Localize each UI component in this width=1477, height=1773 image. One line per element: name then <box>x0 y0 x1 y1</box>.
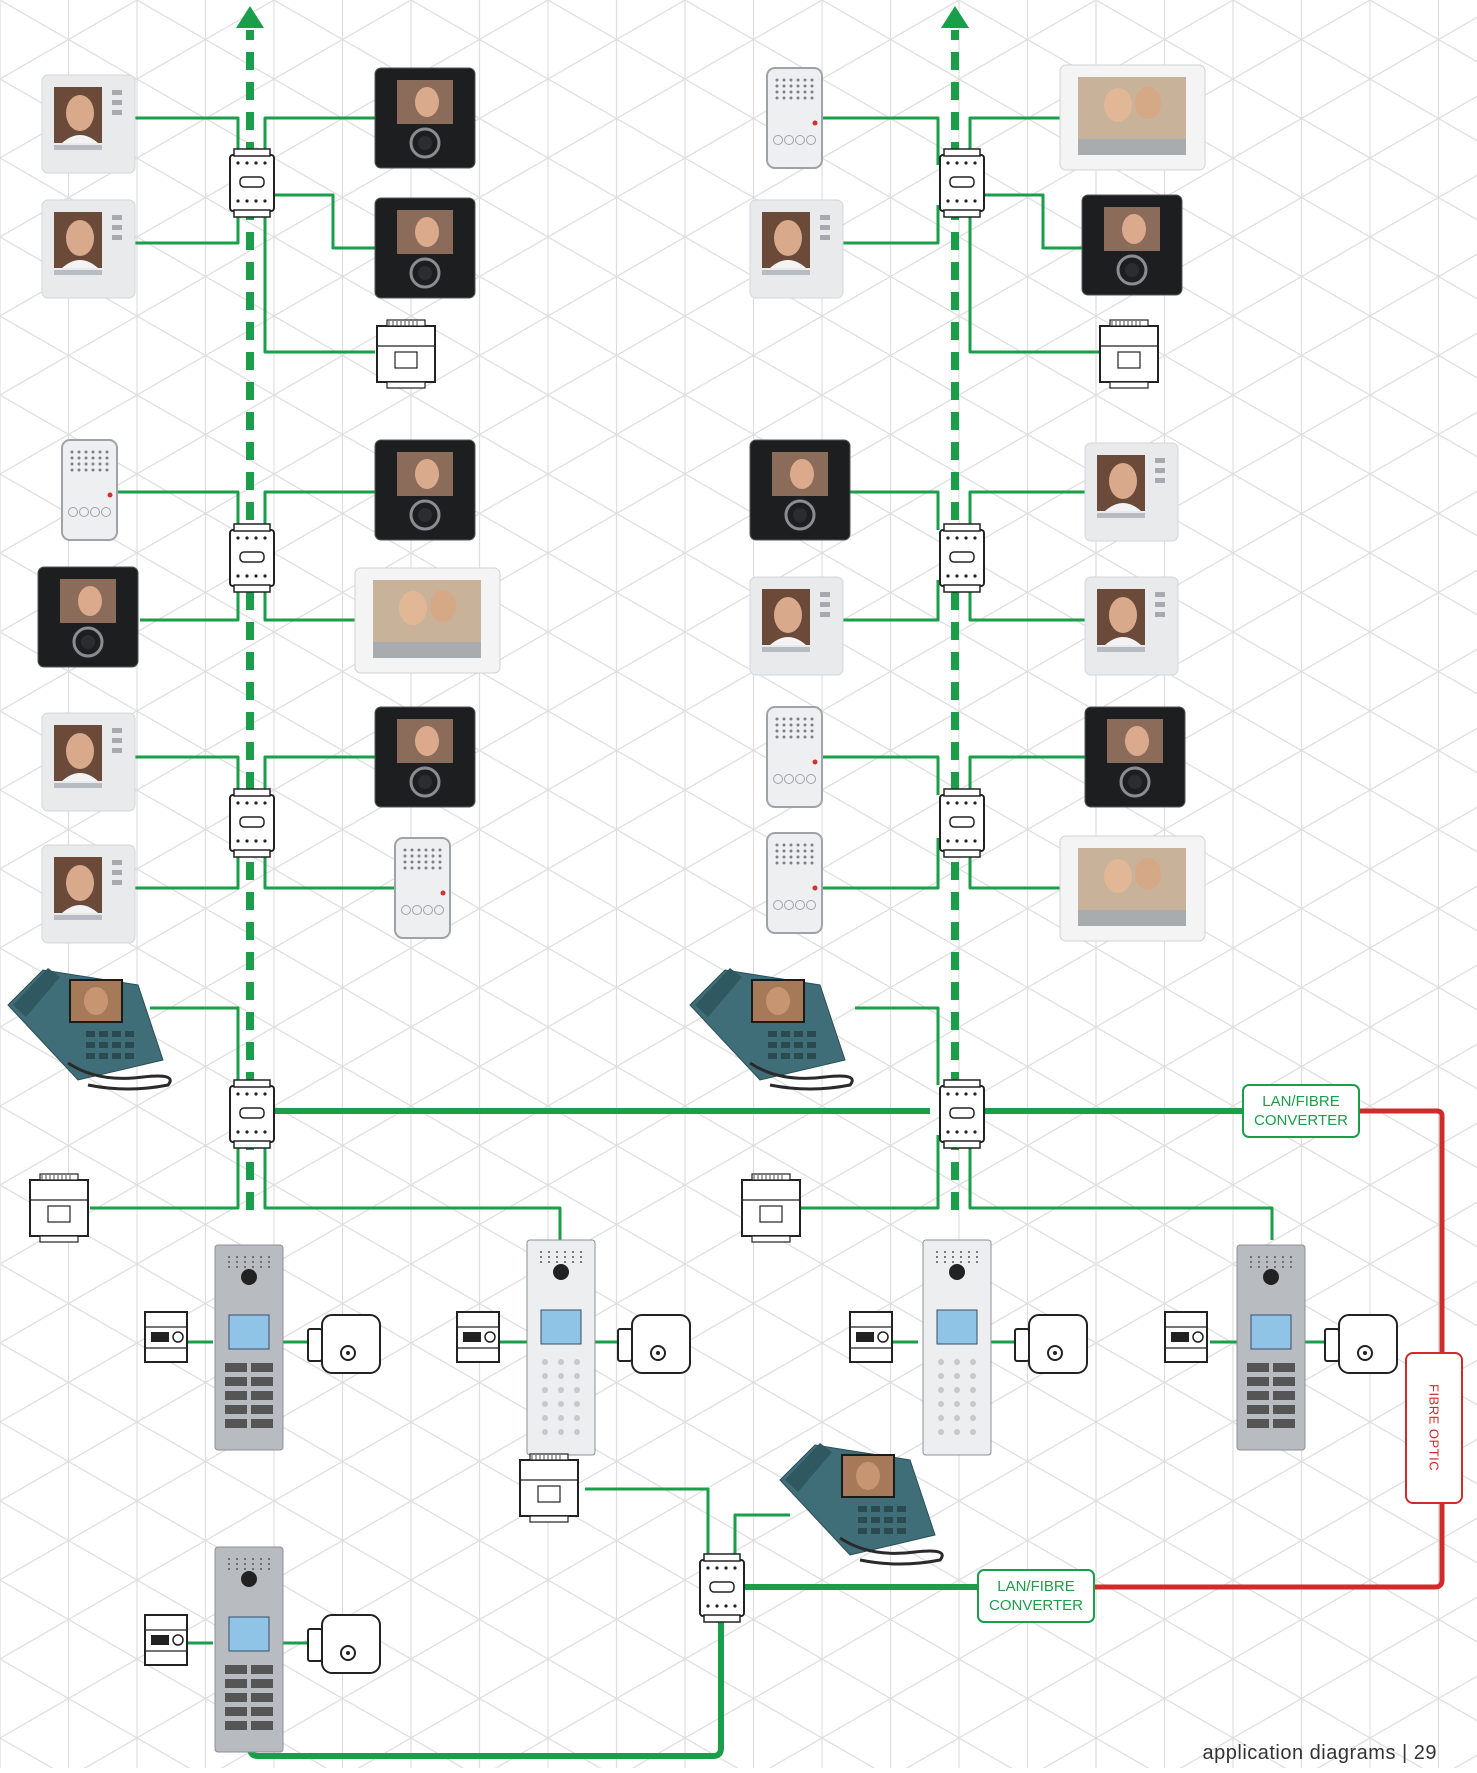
door-lock-icon <box>307 1314 381 1374</box>
entrance-panel-icon <box>214 1244 284 1451</box>
desk-videophone-icon <box>7 968 172 1091</box>
branch-wire <box>133 755 240 795</box>
converter-label-line1: LAN/FIBRE <box>1262 1093 1340 1110</box>
audio-handset-icon <box>394 837 451 939</box>
door-lock-icon <box>1324 1314 1398 1374</box>
door-lock-icon <box>1014 1314 1088 1374</box>
relay-module-icon <box>144 1614 188 1666</box>
door-lock-icon <box>307 1614 381 1674</box>
black-videophone-icon <box>37 566 139 668</box>
power-supply-icon <box>519 1453 579 1523</box>
network-switch-icon <box>939 788 985 858</box>
fibre-optic-label: FIBRE OPTIC <box>1405 1352 1463 1504</box>
network-switch-icon <box>939 1079 985 1149</box>
branch-wire <box>968 1135 1274 1240</box>
branch-wire <box>792 1135 940 1210</box>
white-videophone-icon <box>1084 442 1179 542</box>
entrance-panel-icon <box>526 1239 596 1456</box>
branch-wire <box>263 490 375 530</box>
network-switch-icon <box>699 1553 745 1623</box>
relay-module-icon <box>144 1311 188 1363</box>
power-supply-icon <box>29 1173 89 1243</box>
branch-wire <box>968 580 1085 622</box>
branch-wire <box>968 490 1085 530</box>
white-videophone-icon <box>41 199 136 299</box>
black-videophone-icon <box>749 439 851 541</box>
branch-wire <box>850 490 940 530</box>
relay-module-icon <box>849 1311 893 1363</box>
branch-wire <box>263 1135 562 1240</box>
branch-wire <box>110 490 240 530</box>
branch-wire <box>855 1006 940 1085</box>
desk-videophone-icon <box>689 968 854 1091</box>
audio-handset-icon <box>61 439 118 541</box>
audio-handset-icon <box>766 67 823 169</box>
converter-label-line2: CONVERTER <box>989 1597 1083 1614</box>
network-switch-icon <box>229 788 275 858</box>
converter-label-line2: CONVERTER <box>1254 1112 1348 1129</box>
branch-wire <box>263 755 375 795</box>
black-videophone-icon <box>1084 706 1186 808</box>
branch-wire <box>968 205 1100 354</box>
branch-wire <box>733 1513 790 1562</box>
lan-fibre-converter-label-bottom: LAN/FIBRE CONVERTER <box>977 1569 1095 1623</box>
white-videophone-icon <box>41 712 136 812</box>
lan-fibre-converter-label-top: LAN/FIBRE CONVERTER <box>1242 1084 1360 1138</box>
branch-wire <box>140 580 240 622</box>
black-videophone-icon <box>374 197 476 299</box>
branch-wire <box>90 1135 240 1210</box>
entrance-panel-icon <box>214 1546 284 1753</box>
branch-wire <box>822 755 940 795</box>
power-supply-icon <box>741 1173 801 1243</box>
white-videophone-icon <box>1084 576 1179 676</box>
network-switch-icon <box>229 1079 275 1149</box>
black-videophone-icon <box>374 67 476 169</box>
black-videophone-icon <box>374 439 476 541</box>
white-videophone-icon <box>749 199 844 299</box>
relay-module-icon <box>1164 1311 1208 1363</box>
power-supply-icon <box>376 319 436 389</box>
wide-videophone-icon <box>1059 64 1206 171</box>
wide-videophone-icon <box>354 567 501 674</box>
white-videophone-icon <box>749 576 844 676</box>
branch-wire <box>822 838 940 890</box>
audio-handset-icon <box>766 706 823 808</box>
branch-wire <box>263 580 355 622</box>
entrance-panel-icon <box>922 1239 992 1456</box>
branch-wire <box>150 1006 240 1085</box>
wide-videophone-icon <box>1059 835 1206 942</box>
audio-handset-icon <box>766 832 823 934</box>
network-switch-icon <box>229 148 275 218</box>
entrance-panel-icon <box>1236 1244 1306 1451</box>
branch-wire <box>265 193 375 250</box>
branch-wire <box>822 116 940 165</box>
fibre-optic-line <box>1095 1108 1445 1590</box>
up-arrow-icon <box>236 6 264 28</box>
branch-wire <box>970 193 1085 250</box>
network-switch-icon <box>229 523 275 593</box>
up-arrow-icon <box>941 6 969 28</box>
desk-videophone-icon <box>779 1443 944 1566</box>
relay-module-icon <box>456 1311 500 1363</box>
converter-label-line1: LAN/FIBRE <box>997 1578 1075 1595</box>
black-videophone-icon <box>374 706 476 808</box>
network-switch-icon <box>939 148 985 218</box>
power-supply-icon <box>1099 319 1159 389</box>
door-lock-icon <box>617 1314 691 1374</box>
network-switch-icon <box>939 523 985 593</box>
black-videophone-icon <box>1081 194 1183 296</box>
branch-wire <box>585 1487 710 1562</box>
white-videophone-icon <box>41 844 136 944</box>
branch-wire <box>968 755 1085 795</box>
white-videophone-icon <box>41 74 136 174</box>
page-footer: application diagrams | 29 <box>1202 1742 1437 1764</box>
branch-wire <box>263 205 375 354</box>
